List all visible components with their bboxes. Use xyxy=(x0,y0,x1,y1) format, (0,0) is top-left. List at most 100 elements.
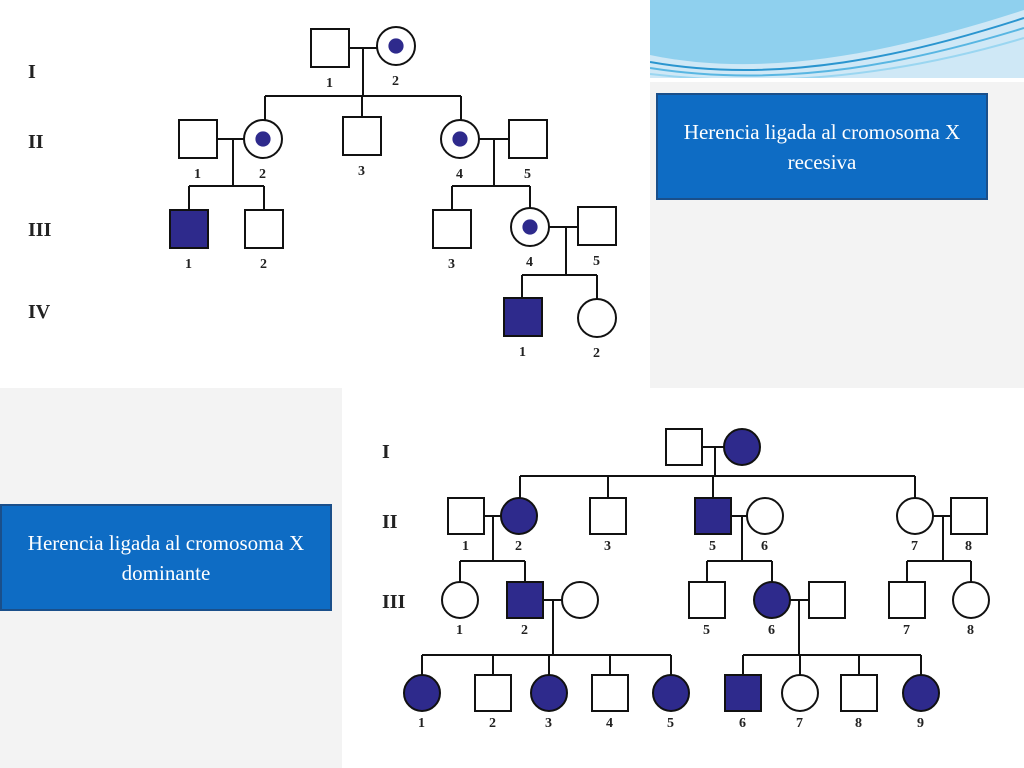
individual-number: 2 xyxy=(392,74,399,89)
individual-female-unaffected xyxy=(561,581,599,619)
individual-number: 1 xyxy=(456,623,463,638)
male-symbol xyxy=(508,119,548,159)
individual-number: 4 xyxy=(526,255,533,270)
individual-female-unaffected xyxy=(577,298,617,338)
individual-female-affected xyxy=(652,674,690,712)
individual-number: 1 xyxy=(326,76,333,91)
individual-male-affected xyxy=(724,674,762,712)
individual-male-unaffected xyxy=(447,497,485,535)
individual-male-unaffected xyxy=(342,116,382,156)
individual-number: 2 xyxy=(260,257,267,272)
male-symbol xyxy=(169,209,209,249)
male-symbol xyxy=(591,674,629,712)
generation-label: I xyxy=(382,441,390,463)
individual-male-unaffected xyxy=(508,119,548,159)
individual-number: 8 xyxy=(965,539,972,554)
male-symbol xyxy=(503,297,543,337)
individual-number: 8 xyxy=(967,623,974,638)
carrier-dot xyxy=(452,131,468,147)
female-symbol xyxy=(561,581,599,619)
generation-label: III xyxy=(28,219,52,241)
male-symbol xyxy=(244,209,284,249)
individual-number: 1 xyxy=(185,257,192,272)
individual-number: 5 xyxy=(709,539,716,554)
generation-label: II xyxy=(382,511,398,533)
individual-number: 3 xyxy=(604,539,611,554)
female-symbol xyxy=(441,581,479,619)
individual-number: 4 xyxy=(606,716,613,731)
female-symbol xyxy=(652,674,690,712)
individual-number: 1 xyxy=(194,167,201,182)
individual-male-affected xyxy=(169,209,209,249)
individual-number: 9 xyxy=(917,716,924,731)
individual-number: 4 xyxy=(456,167,463,182)
male-symbol xyxy=(432,209,472,249)
individual-female-affected xyxy=(403,674,441,712)
individual-female-unaffected xyxy=(896,497,934,535)
individual-number: 3 xyxy=(545,716,552,731)
individual-number: 5 xyxy=(593,254,600,269)
individual-male-unaffected xyxy=(178,119,218,159)
individual-male-unaffected xyxy=(688,581,726,619)
individual-male-unaffected xyxy=(589,497,627,535)
individual-male-unaffected xyxy=(888,581,926,619)
female-symbol xyxy=(746,497,784,535)
female-symbol xyxy=(781,674,819,712)
individual-number: 2 xyxy=(593,346,600,361)
carrier-dot xyxy=(522,219,538,235)
individual-number: 1 xyxy=(519,345,526,360)
male-symbol xyxy=(178,119,218,159)
individual-number: 2 xyxy=(489,716,496,731)
male-symbol xyxy=(888,581,926,619)
generation-label: IV xyxy=(28,301,51,323)
male-symbol xyxy=(840,674,878,712)
recessive-title: Herencia ligada al cromosoma X recesiva xyxy=(683,119,961,174)
individual-male-affected xyxy=(694,497,732,535)
generation-label: III xyxy=(382,591,406,613)
individual-male-unaffected xyxy=(665,428,703,466)
individual-male-unaffected xyxy=(840,674,878,712)
individual-number: 7 xyxy=(911,539,918,554)
individual-female-affected xyxy=(500,497,538,535)
individual-female-affected xyxy=(753,581,791,619)
dominant-title: Herencia ligada al cromosoma X dominante xyxy=(27,530,305,585)
individual-number: 1 xyxy=(418,716,425,731)
male-symbol xyxy=(310,28,350,68)
female-symbol xyxy=(723,428,761,466)
individual-female-affected xyxy=(723,428,761,466)
individual-male-unaffected xyxy=(474,674,512,712)
decorative-wave-banner xyxy=(650,0,1024,82)
individual-male-affected xyxy=(503,297,543,337)
individual-number: 2 xyxy=(521,623,528,638)
female-symbol xyxy=(896,497,934,535)
individual-number: 7 xyxy=(903,623,910,638)
male-symbol xyxy=(665,428,703,466)
individual-number: 6 xyxy=(761,539,768,554)
male-symbol xyxy=(808,581,846,619)
male-symbol xyxy=(950,497,988,535)
individual-male-unaffected xyxy=(591,674,629,712)
recessive-title-box: Herencia ligada al cromosoma X recesiva xyxy=(656,93,988,200)
male-symbol xyxy=(506,581,544,619)
individual-number: 1 xyxy=(462,539,469,554)
individual-number: 8 xyxy=(855,716,862,731)
male-symbol xyxy=(474,674,512,712)
individual-number: 2 xyxy=(259,167,266,182)
individual-female-affected xyxy=(902,674,940,712)
female-symbol xyxy=(753,581,791,619)
individual-female-unaffected xyxy=(746,497,784,535)
female-symbol xyxy=(902,674,940,712)
male-symbol xyxy=(688,581,726,619)
individual-male-unaffected xyxy=(310,28,350,68)
individual-male-unaffected xyxy=(577,206,617,246)
individual-number: 5 xyxy=(703,623,710,638)
male-symbol xyxy=(589,497,627,535)
female-symbol xyxy=(530,674,568,712)
individual-number: 6 xyxy=(768,623,775,638)
generation-label: II xyxy=(28,131,44,153)
individual-number: 3 xyxy=(358,164,365,179)
male-symbol xyxy=(694,497,732,535)
individual-number: 2 xyxy=(515,539,522,554)
individual-number: 3 xyxy=(448,257,455,272)
